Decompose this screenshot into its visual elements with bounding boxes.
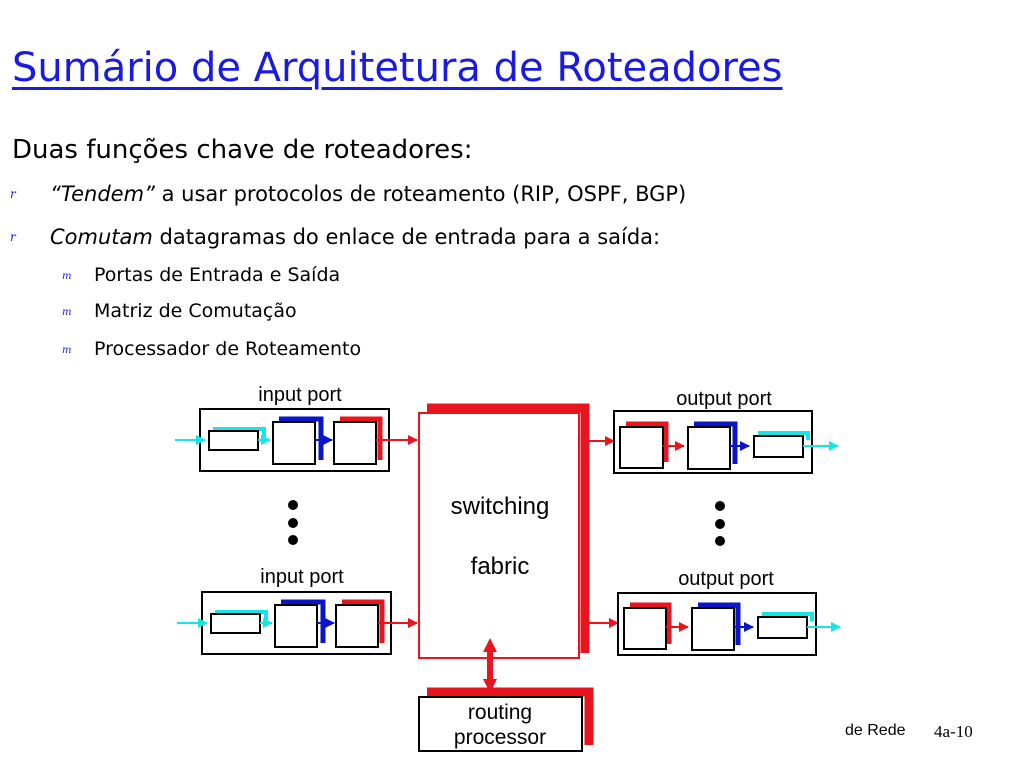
queue-shadow bbox=[340, 416, 383, 460]
queue-box bbox=[335, 604, 379, 648]
lookup-box bbox=[272, 421, 316, 465]
output-port-label: output port bbox=[676, 388, 772, 410]
sub-bullet-marker: m bbox=[62, 271, 72, 282]
bullet-switching: r Comutam datagramas do enlace de entrada… bbox=[10, 223, 660, 251]
sub-bullet-ports: m Portas de Entrada e Saída bbox=[62, 262, 340, 290]
processing-box bbox=[687, 426, 731, 470]
bullet-marker: r bbox=[10, 230, 16, 244]
queue-shadow bbox=[626, 421, 669, 462]
slide-title: Sumário de Arquitetura de Roteadores bbox=[12, 45, 783, 91]
processing-shadow bbox=[694, 421, 738, 464]
lookup-box bbox=[274, 604, 318, 648]
sub-bullet-text: Matriz de Comutação bbox=[94, 300, 297, 322]
bullet-emph: “Tendem” bbox=[50, 182, 155, 206]
bullet-routing: r “Tendem” a usar protocolos de roteament… bbox=[10, 180, 686, 208]
input-port-top: input port bbox=[175, 384, 418, 472]
lead-text: Duas funções chave de roteadores: bbox=[12, 135, 473, 165]
sub-bullet-marker: m bbox=[62, 307, 72, 318]
bullet-text: datagramas do enlace de entrada para a s… bbox=[152, 225, 661, 249]
processor-label-line2: processor bbox=[454, 726, 546, 749]
switching-fabric: switching fabric bbox=[418, 403, 590, 659]
link-layer-box bbox=[210, 613, 261, 634]
footer-page-number: 4a-10 bbox=[934, 722, 973, 741]
ellipsis-dots-input bbox=[288, 500, 298, 545]
input-port-label: input port bbox=[260, 566, 344, 588]
queue-box bbox=[623, 607, 667, 650]
output-port-top: output port bbox=[586, 388, 839, 474]
sub-bullet-processor: m Processador de Roteamento bbox=[62, 336, 361, 364]
ellipsis-dots-output bbox=[715, 501, 725, 546]
fabric-label-line1: switching bbox=[451, 493, 550, 520]
sub-bullet-marker: m bbox=[62, 345, 72, 356]
sub-bullet-fabric: m Matriz de Comutação bbox=[62, 298, 297, 326]
fabric-label-line2: fabric bbox=[471, 553, 530, 580]
bullet-emph: Comutam bbox=[50, 225, 153, 249]
input-port-label: input port bbox=[258, 384, 342, 406]
processing-box bbox=[691, 607, 735, 651]
link-layer-shadow bbox=[213, 427, 266, 437]
bullet-marker: r bbox=[10, 187, 16, 201]
link-layer-box bbox=[757, 616, 808, 639]
link-layer-box bbox=[208, 430, 259, 451]
footer-course: de Rede bbox=[845, 722, 906, 739]
lookup-shadow bbox=[279, 416, 324, 460]
sub-bullet-text: Processador de Roteamento bbox=[94, 338, 362, 360]
routing-processor: routing processor bbox=[418, 687, 594, 752]
sub-bullet-text: Portas de Entrada e Saída bbox=[94, 264, 341, 286]
processor-label-line1: routing bbox=[468, 701, 532, 724]
link-layer-box bbox=[753, 435, 804, 458]
queue-box bbox=[333, 421, 377, 465]
output-port-label: output port bbox=[678, 568, 774, 590]
queue-box bbox=[619, 426, 664, 469]
input-port-bottom: input port bbox=[177, 566, 418, 655]
output-port-bottom: output port bbox=[586, 568, 841, 656]
bullet-text: a usar protocolos de roteamento (RIP, OS… bbox=[154, 182, 687, 206]
